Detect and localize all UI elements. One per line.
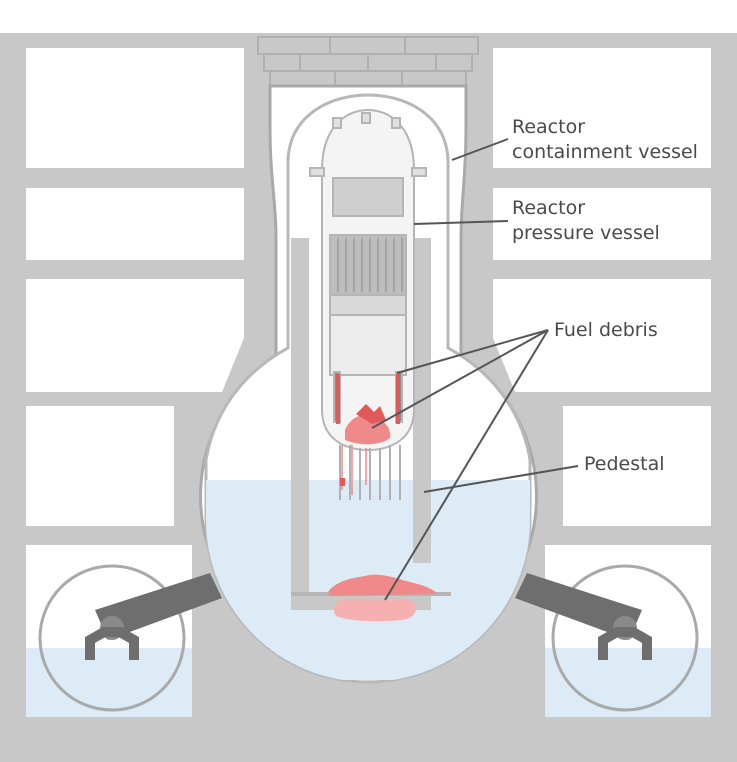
label-pedestal: Pedestal bbox=[584, 453, 665, 475]
reactor-well-cap bbox=[257, 36, 479, 87]
label-fuel-debris: Fuel debris bbox=[554, 319, 658, 341]
leader-lines bbox=[371, 138, 579, 601]
label-pressure-line2: pressure vessel bbox=[512, 222, 660, 244]
label-containment-line1: Reactor bbox=[512, 116, 585, 138]
robot-arm-right bbox=[515, 564, 699, 712]
leader-debris-2 bbox=[371, 329, 549, 429]
leader-debris-3 bbox=[384, 329, 549, 601]
robot-arm-left bbox=[38, 564, 222, 712]
fuel-debris-floor bbox=[328, 574, 438, 622]
right-rooms bbox=[493, 48, 711, 526]
leader-pedestal bbox=[423, 465, 579, 493]
left-rooms bbox=[26, 48, 244, 526]
label-pressure-line1: Reactor bbox=[512, 197, 585, 219]
core-fuel-rods bbox=[337, 238, 403, 292]
control-rod-drives bbox=[339, 445, 401, 500]
reactor-pressure-vessel bbox=[309, 108, 427, 452]
fuel-debris-vessel bbox=[336, 374, 400, 495]
leader-pressure bbox=[413, 220, 509, 225]
leader-debris-1 bbox=[396, 329, 549, 374]
label-containment-line2: containment vessel bbox=[512, 141, 698, 163]
leader-containment bbox=[451, 138, 509, 161]
